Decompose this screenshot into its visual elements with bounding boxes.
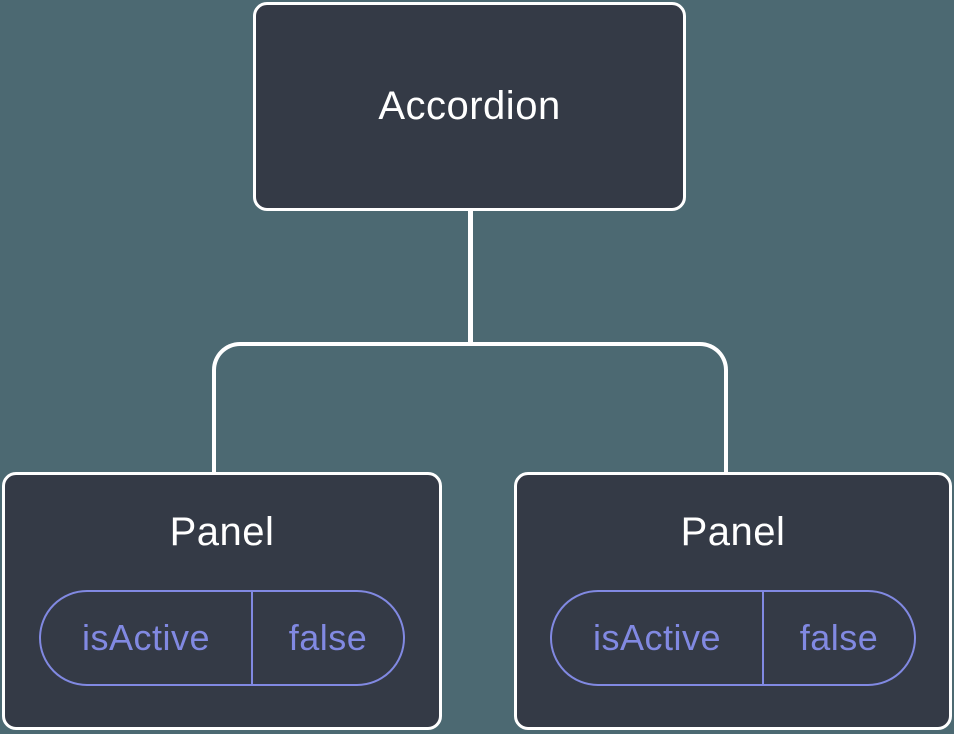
- prop-pill: isActive false: [550, 590, 916, 686]
- panel-node-left: Panel isActive false: [2, 472, 442, 730]
- prop-name-cell: isActive: [552, 592, 764, 684]
- prop-pill: isActive false: [39, 590, 405, 686]
- prop-value: false: [799, 617, 879, 658]
- prop-name: isActive: [592, 617, 722, 658]
- prop-name: isActive: [81, 617, 211, 658]
- panel-node-label: Panel: [169, 510, 275, 554]
- connector-bracket: [212, 342, 728, 472]
- accordion-node-label: Accordion: [378, 84, 561, 128]
- prop-value-cell: false: [764, 592, 914, 684]
- prop-value: false: [288, 617, 368, 658]
- accordion-node: Accordion: [253, 2, 686, 211]
- prop-name-cell: isActive: [41, 592, 253, 684]
- panel-node-right: Panel isActive false: [514, 472, 952, 730]
- prop-value-cell: false: [253, 592, 403, 684]
- panel-node-label: Panel: [680, 510, 786, 554]
- connector-stem: [468, 211, 473, 346]
